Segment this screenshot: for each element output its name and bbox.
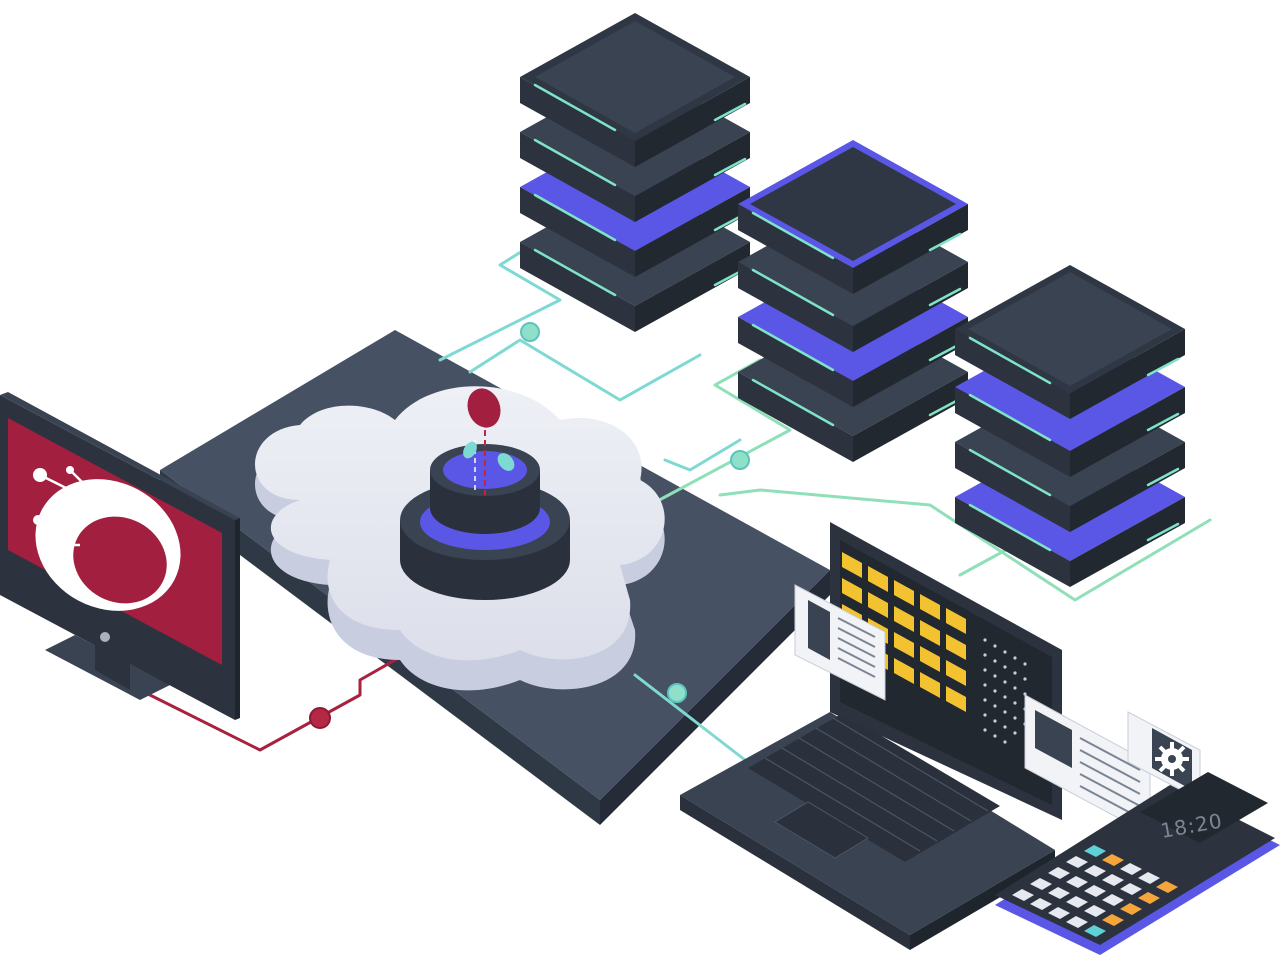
cable-laptop (633, 673, 747, 762)
server-led-strip (751, 211, 962, 427)
server-stack-c (955, 265, 1185, 587)
leaf-icon (463, 388, 515, 471)
cable-server-b (648, 358, 792, 507)
server-led-strip (533, 83, 747, 297)
cable-server-b-2 (663, 438, 742, 472)
cable-monitor (138, 638, 432, 752)
cable-server-a-2 (468, 338, 702, 402)
server-stack-a (520, 13, 750, 332)
calculator-keypad (1012, 845, 1178, 937)
server-stack-b (738, 140, 968, 462)
cable-node (309, 707, 331, 729)
server-led-strip (968, 336, 1180, 552)
floating-document-panel (794, 584, 886, 701)
floating-document-panel (1024, 694, 1151, 836)
monitor-neural-head-icon (0, 392, 240, 720)
dot-matrix (983, 638, 1027, 744)
gear-icon (1127, 711, 1201, 801)
cable-node (520, 322, 540, 342)
calculator-icon: 18:20 (995, 772, 1280, 955)
database-cylinder-icon (400, 430, 570, 600)
cable-node (730, 450, 750, 470)
laptop-icon (680, 522, 1062, 950)
network-cables (138, 238, 1212, 762)
cable-node (667, 683, 687, 703)
cable-server-c (718, 488, 1212, 602)
